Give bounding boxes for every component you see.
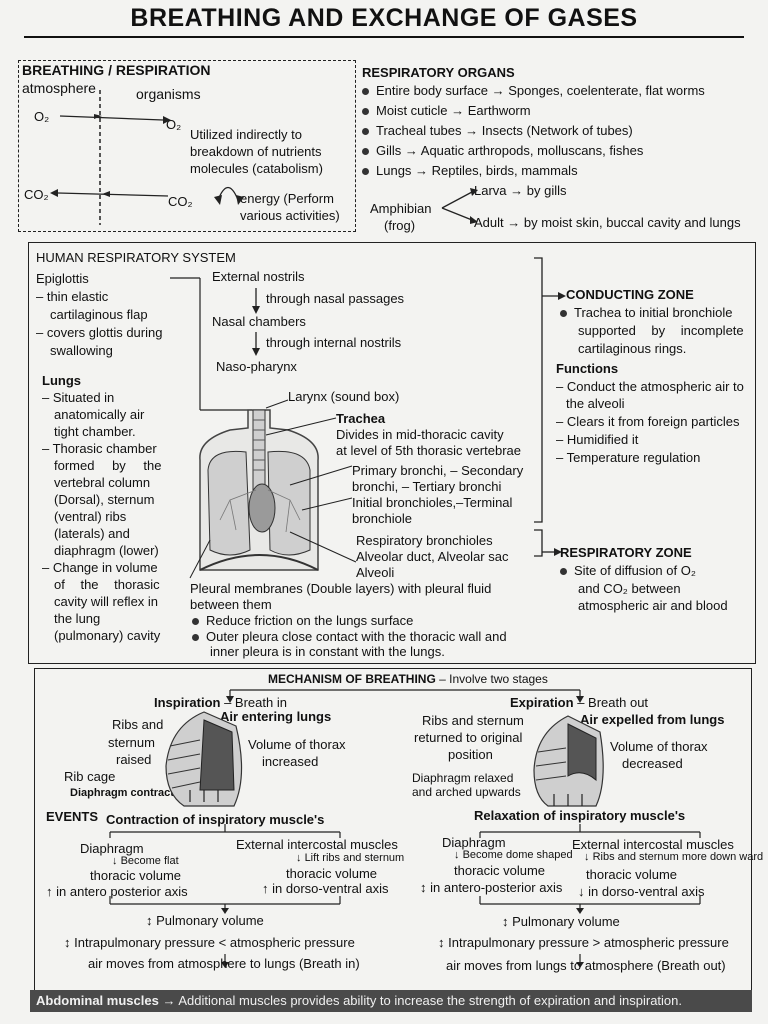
lungs-line: – Thorasic chamber: [42, 440, 178, 457]
amphibian-label: Amphibian: [370, 200, 431, 217]
ribs-label: sternum: [108, 734, 155, 751]
insp-pulmonary: ↕ Pulmonary volume: [146, 912, 264, 929]
exp-pulmonary: ↕ Pulmonary volume: [502, 913, 620, 930]
abdominal-muscles-bar: Abdominal muscles → Additional muscles p…: [30, 990, 752, 1012]
exp-tv2: thoracic volume: [586, 866, 677, 883]
respiratory-zone-text: atmospheric air and blood: [578, 597, 728, 614]
lungs-line: tight chamber.: [42, 423, 178, 440]
exp-dome: ↓ Become dome shaped: [454, 849, 573, 862]
hrs-heading: HUMAN RESPIRATORY SYSTEM: [36, 249, 236, 266]
exp-tv2-axis: ↓ in dorso-ventral axis: [578, 883, 704, 900]
function-item: – Temperature regulation: [556, 449, 700, 466]
expiration-heading: Expiration – Breath out: [510, 694, 648, 711]
bronchi-text: Initial bronchioles,–Terminal: [352, 494, 512, 511]
inspiration-ribcage-illustration: [160, 706, 250, 810]
respiratory-zone-heading: RESPIRATORY ZONE: [560, 544, 692, 561]
function-item: – Humidified it: [556, 431, 638, 448]
gas-exchange-arrows: [18, 60, 358, 232]
exp-pressure: ↕ Intrapulmonary pressure > atmospheric …: [438, 934, 729, 951]
title-underline: [24, 36, 744, 38]
page-title: BREATHING AND EXCHANGE OF GASES: [0, 4, 768, 33]
pleura-point-cont: inner pleura is in constant with the lun…: [210, 643, 445, 660]
insp-eic: External intercostal muscles: [236, 836, 398, 853]
exp-tv-axis: ↕ in antero-posterior axis: [420, 879, 562, 896]
resp-text: Alveolar duct, Alveolar sac: [356, 548, 508, 565]
diaphragm-relaxed-label: and arched upwards: [412, 784, 521, 801]
epiglottis-text: cartilaginous flap: [50, 306, 148, 323]
function-item: the alveoli: [566, 395, 625, 412]
organ-item: Entire body surface → Sponges, coelenter…: [362, 82, 705, 99]
pleura-text: between them: [190, 596, 272, 613]
respiratory-zone-point: Site of diffusion of O₂: [560, 562, 696, 579]
resp-text: Respiratory bronchioles: [356, 532, 493, 549]
epiglottis-text: swallowing: [50, 342, 113, 359]
organs-heading: RESPIRATORY ORGANS: [362, 64, 515, 81]
relaxation-heading: Relaxation of inspiratory muscle's: [474, 807, 685, 824]
ribs-label: Ribs and: [112, 716, 163, 733]
exp-down: ↓ Ribs and sternum more down ward: [584, 851, 763, 864]
lungs-list: – Situated in anatomically air tight cha…: [42, 389, 178, 644]
organ-item: Gills → Aquatic arthropods, molluscans, …: [362, 142, 643, 159]
pleura-point: Reduce friction on the lungs surface: [192, 612, 413, 629]
insp-tv: thoracic volume: [90, 867, 181, 884]
larva-label: Larva → by gills: [474, 182, 566, 199]
volume-decreased-label: decreased: [622, 755, 683, 772]
ribs-returned-label: Ribs and sternum: [422, 712, 524, 729]
lungs-heading: Lungs: [42, 372, 81, 389]
exp-tv: thoracic volume: [454, 862, 545, 879]
lungs-line: cavity will reflex in: [42, 593, 178, 610]
lungs-line: anatomically air: [42, 406, 178, 423]
conducting-zone-point: Trachea to initial bronchiole: [560, 304, 733, 321]
conducting-zone-text: supported by incomplete: [578, 322, 744, 339]
exp-air: air moves from lungs to atmosphere (Brea…: [446, 957, 726, 974]
epiglottis-text: – thin elastic: [36, 288, 108, 305]
lungs-line: – Change in volume: [42, 559, 178, 576]
lungs-line: of the thorasic: [42, 576, 178, 593]
lungs-line: (ventral) ribs: [42, 508, 178, 525]
volume-decreased-label: Volume of thorax: [610, 738, 708, 755]
functions-heading: Functions: [556, 360, 618, 377]
frog-label: (frog): [384, 217, 415, 234]
insp-pressure: ↕ Intrapulmonary pressure < atmospheric …: [64, 934, 355, 951]
expiration-ribcage-illustration: [526, 710, 612, 810]
conducting-zone-text: cartilaginous rings.: [578, 340, 686, 357]
lungs-line: – Situated in: [42, 389, 178, 406]
function-item: – Conduct the atmospheric air to: [556, 378, 744, 395]
respiratory-system-illustration: [170, 270, 370, 590]
respiratory-zone-text: and CO₂ between: [578, 580, 681, 597]
insp-air: air moves from atmosphere to lungs (Brea…: [88, 955, 360, 972]
events-label: EVENTS: [46, 808, 98, 825]
lungs-line: (laterals) and: [42, 525, 178, 542]
amphibian-branch: [440, 186, 480, 226]
rib-cage-label: Rib cage: [64, 768, 115, 785]
organ-item: Tracheal tubes → Insects (Network of tub…: [362, 122, 633, 139]
lungs-line: the lung: [42, 610, 178, 627]
lungs-line: diaphragm (lower): [42, 542, 178, 559]
zones-bracket: [530, 256, 570, 566]
volume-increased-label: increased: [262, 753, 318, 770]
insp-lift: ↓ Lift ribs and sternum: [296, 852, 404, 865]
function-item: – Clears it from foreign particles: [556, 413, 740, 430]
epiglottis-text: – covers glottis during: [36, 324, 162, 341]
lungs-line: formed by the: [42, 457, 178, 474]
organ-item: Lungs → Reptiles, birds, mammals: [362, 162, 578, 179]
ribs-returned-label: returned to original: [414, 729, 522, 746]
epiglottis-title: Epiglottis: [36, 270, 89, 287]
ribs-label: raised: [116, 751, 151, 768]
conducting-zone-heading: CONDUCTING ZONE: [566, 286, 694, 303]
lungs-line: (pulmonary) cavity: [42, 627, 178, 644]
bronchi-text: bronchi, – Tertiary bronchi: [352, 478, 501, 495]
organ-item: Moist cuticle → Earthworm: [362, 102, 531, 119]
adult-label: Adult → by moist skin, buccal cavity and…: [474, 214, 741, 231]
bronchi-text: Primary bronchi, – Secondary: [352, 462, 523, 479]
lungs-line: (Dorsal), sternum: [42, 491, 178, 508]
insp-tv2-axis: ↑ in dorso-ventral axis: [262, 880, 388, 897]
insp-tv-axis: ↑ in antero posterior axis: [46, 883, 188, 900]
volume-increased-label: Volume of thorax: [248, 736, 346, 753]
lungs-line: vertebral column: [42, 474, 178, 491]
ribs-returned-label: position: [448, 746, 493, 763]
